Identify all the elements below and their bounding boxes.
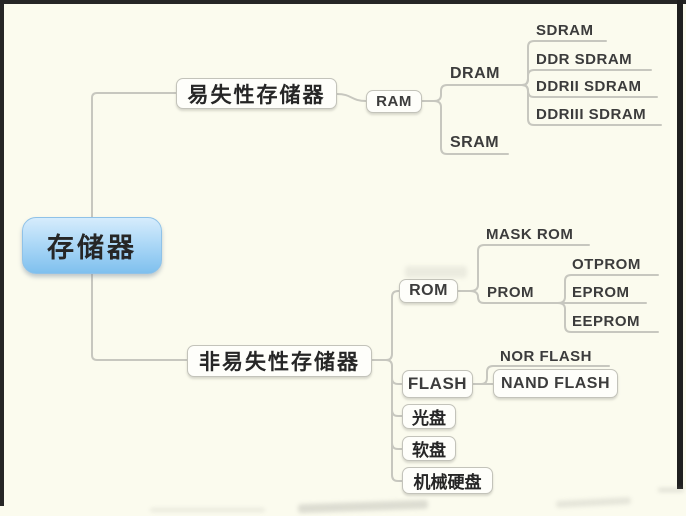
node-optical-disc[interactable]: 光盘	[402, 404, 456, 429]
artifact-smudge	[405, 266, 467, 278]
node-nor-flash[interactable]: NOR FLASH	[500, 348, 592, 365]
node-ram[interactable]: RAM	[366, 90, 422, 113]
node-nonvolatile-memory[interactable]: 非易失性存储器	[187, 345, 372, 377]
node-otprom[interactable]: OTPROM	[572, 256, 641, 273]
node-root[interactable]: 存储器	[22, 217, 162, 274]
node-ddr2-sdram[interactable]: DDRII SDRAM	[536, 78, 642, 95]
node-eeprom[interactable]: EEPROM	[572, 313, 641, 330]
node-eprom[interactable]: EPROM	[572, 284, 630, 301]
frame-border-right	[677, 0, 683, 489]
node-volatile-memory[interactable]: 易失性存储器	[176, 78, 337, 109]
frame-border-top	[0, 0, 686, 4]
frame-border-left	[0, 0, 4, 506]
node-ddr3-sdram[interactable]: DDRIII SDRAM	[536, 106, 647, 123]
node-mask-rom[interactable]: MASK ROM	[486, 226, 574, 243]
artifact-smudge	[150, 508, 265, 512]
node-ddr-sdram[interactable]: DDR SDRAM	[536, 51, 633, 68]
node-sram[interactable]: SRAM	[450, 134, 500, 151]
node-dram[interactable]: DRAM	[450, 65, 500, 82]
node-floppy-disk[interactable]: 软盘	[402, 436, 456, 461]
node-hard-disk[interactable]: 机械硬盘	[402, 467, 493, 494]
node-flash[interactable]: FLASH	[402, 370, 473, 398]
node-prom[interactable]: PROM	[487, 284, 534, 301]
node-nand-flash[interactable]: NAND FLASH	[493, 369, 618, 398]
node-sdram[interactable]: SDRAM	[536, 22, 594, 39]
node-rom[interactable]: ROM	[399, 279, 458, 303]
artifact-smudge	[658, 488, 684, 492]
